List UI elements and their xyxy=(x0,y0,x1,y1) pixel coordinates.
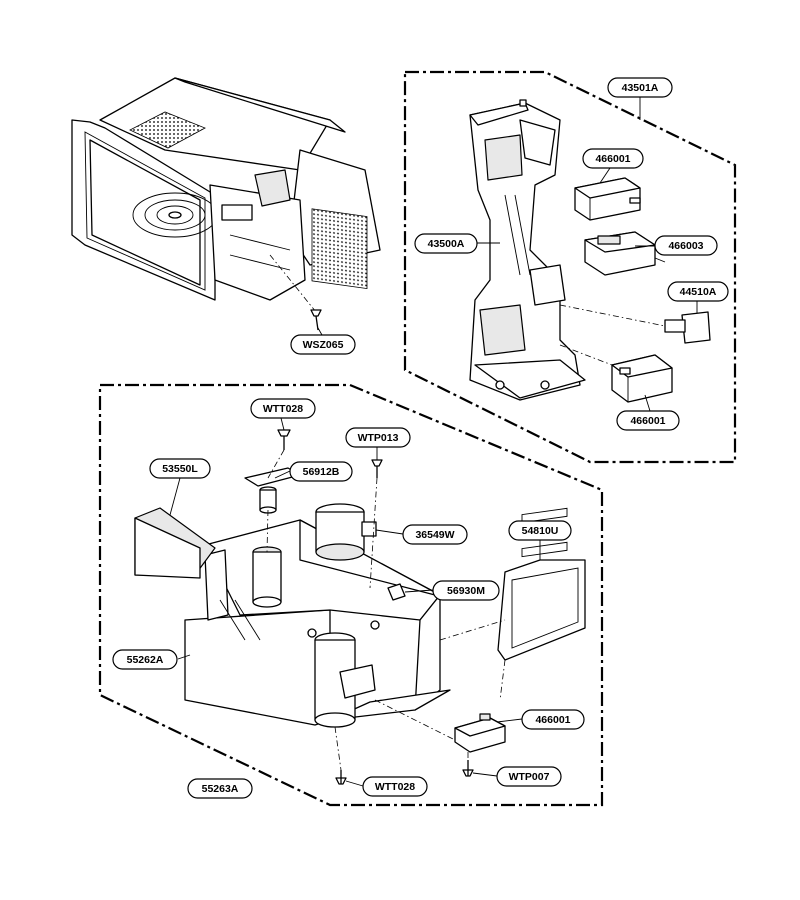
label-54810U: 54810U xyxy=(508,520,572,541)
label-54810U-text: 54810U xyxy=(522,525,559,537)
label-43500A: 43500A xyxy=(414,233,478,254)
leader-lines xyxy=(169,97,698,787)
label-WTP007: WTP007 xyxy=(496,766,562,787)
switch-466001-bottom-drawing xyxy=(454,713,506,753)
label-466001-bottom: 466001 xyxy=(521,709,585,730)
label-WTT028-bottom: WTT028 xyxy=(362,776,428,797)
label-43501A-text: 43501A xyxy=(622,82,659,94)
cover-53550L-drawing xyxy=(134,507,216,579)
label-56930M: 56930M xyxy=(432,580,500,601)
label-WTP013-text: WTP013 xyxy=(358,432,399,444)
bracket-55262A-drawing xyxy=(184,503,451,728)
label-44510A: 44510A xyxy=(667,281,729,302)
latch-board-drawing xyxy=(469,99,586,401)
interlock-assembly-frame xyxy=(403,70,737,464)
label-WTP007-text: WTP007 xyxy=(509,771,550,783)
switch-466001-mid-drawing xyxy=(559,344,673,403)
label-55263A-text: 55263A xyxy=(202,783,239,795)
label-466001-top: 466001 xyxy=(582,148,644,169)
label-466001-mid: 466001 xyxy=(616,410,680,431)
label-WTP013: WTP013 xyxy=(345,427,411,448)
label-43501A: 43501A xyxy=(607,77,673,98)
label-44510A-text: 44510A xyxy=(680,286,717,298)
screws-drawing xyxy=(277,429,474,785)
label-43500A-text: 43500A xyxy=(428,238,465,250)
switch-466003-drawing xyxy=(584,231,666,276)
label-55263A: 55263A xyxy=(187,778,253,799)
label-56930M-text: 56930M xyxy=(447,585,485,597)
switch-466001-top-drawing xyxy=(574,177,641,221)
label-WSZ065: WSZ065 xyxy=(290,334,356,355)
label-36549W: 36549W xyxy=(402,524,468,545)
lever-44510A-drawing xyxy=(559,304,711,344)
label-WTT028-top: WTT028 xyxy=(250,398,316,419)
label-55262A: 55262A xyxy=(112,649,178,670)
label-466001-bottom-text: 466001 xyxy=(535,714,570,726)
assembly-lines xyxy=(266,449,506,771)
label-55262A-text: 55262A xyxy=(127,654,164,666)
label-WSZ065-text: WSZ065 xyxy=(303,339,344,351)
label-466001-mid-text: 466001 xyxy=(630,415,665,427)
microwave-cavity-drawing xyxy=(71,77,381,331)
label-56912B-text: 56912B xyxy=(303,466,340,478)
label-36549W-text: 36549W xyxy=(415,529,454,541)
label-WTT028-bottom-text: WTT028 xyxy=(375,781,415,793)
label-466003: 466003 xyxy=(654,235,718,256)
label-466001-top-text: 466001 xyxy=(595,153,630,165)
label-WTT028-top-text: WTT028 xyxy=(263,403,303,415)
label-466003-text: 466003 xyxy=(668,240,703,252)
label-53550L-text: 53550L xyxy=(162,463,198,475)
label-56912B: 56912B xyxy=(289,461,353,482)
bracket-assembly-frame xyxy=(98,383,604,807)
label-53550L: 53550L xyxy=(149,458,211,479)
